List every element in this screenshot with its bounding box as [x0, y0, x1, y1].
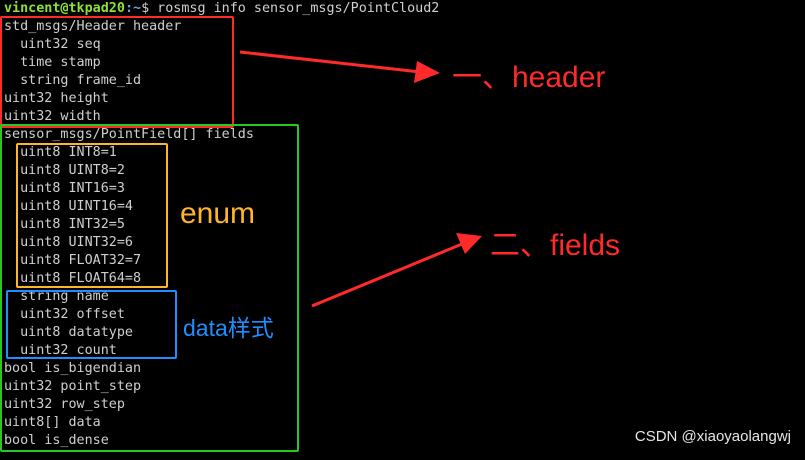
output-line: uint8 UINT8=2: [4, 163, 125, 178]
output-line: uint8 FLOAT32=7: [4, 253, 142, 268]
output-line: uint8[] data: [4, 415, 101, 430]
prompt-command: $ rosmsg info sensor_msgs/PointCloud2: [141, 1, 440, 16]
terminal-prompt-line: vincent@tkpad20:~$ rosmsg info sensor_ms…: [4, 0, 439, 18]
fields-annotation-label: 二、fields: [490, 229, 621, 262]
output-line: uint32 count: [4, 343, 117, 358]
prompt-user-host: vincent@tkpad20: [4, 1, 125, 16]
output-line: uint8 UINT16=4: [4, 199, 133, 214]
watermark-text: CSDN @xiaoyaolangwj: [634, 428, 791, 445]
output-line: time stamp: [4, 55, 101, 70]
output-line: uint32 seq: [4, 37, 101, 52]
output-line: uint32 height: [4, 91, 109, 106]
output-line: std_msgs/Header header: [4, 19, 182, 34]
output-line: string frame_id: [4, 73, 142, 88]
data-style-annotation-label: data样式: [183, 315, 274, 341]
output-line: uint8 INT8=1: [4, 145, 117, 160]
output-line: uint32 point_step: [4, 379, 142, 394]
output-line: uint32 offset: [4, 307, 125, 322]
output-line: bool is_bigendian: [4, 361, 142, 376]
output-line: bool is_dense: [4, 433, 109, 448]
output-line: uint8 datatype: [4, 325, 133, 340]
output-line: uint8 UINT32=6: [4, 235, 133, 250]
header-arrow-head: [414, 61, 440, 83]
fields-arrow-head: [456, 233, 482, 254]
output-line: uint8 INT32=5: [4, 217, 125, 232]
fields-highlight-box: [0, 124, 299, 452]
header-annotation-label: 一、header: [452, 61, 606, 94]
header-highlight-box: [0, 16, 234, 128]
fields-arrow-line: [311, 242, 463, 308]
output-line: uint32 row_step: [4, 397, 125, 412]
output-line: uint8 FLOAT64=8: [4, 271, 142, 286]
header-arrow-line: [239, 50, 421, 74]
output-line: uint32 width: [4, 109, 101, 124]
output-line: uint8 INT16=3: [4, 181, 125, 196]
enum-highlight-box: [16, 143, 168, 288]
output-line: sensor_msgs/PointField[] fields: [4, 127, 254, 142]
enum-annotation-label: enum: [180, 197, 256, 230]
output-line: string name: [4, 289, 109, 304]
data-style-highlight-box: [6, 290, 177, 359]
prompt-path: :~: [124, 1, 142, 16]
